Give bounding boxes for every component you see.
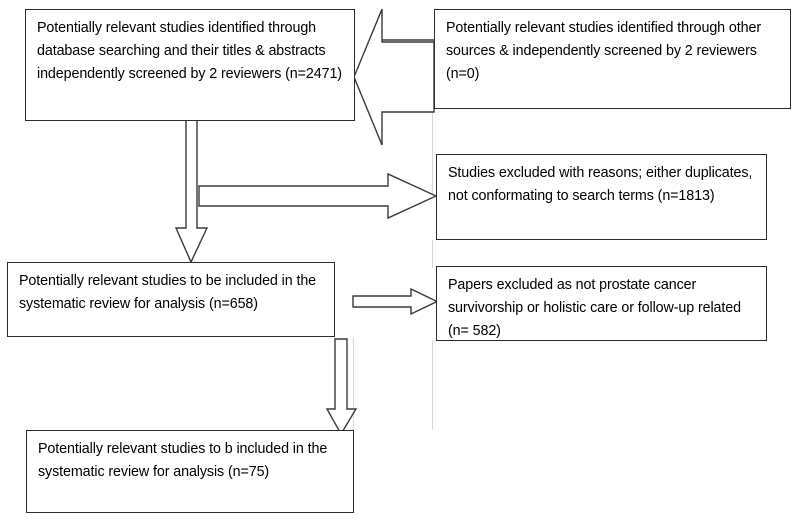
box-identified-other-sources: Potentially relevant studies identified … [434,9,791,109]
box-identified-database: Potentially relevant studies identified … [25,9,355,121]
arrow-merge-left [353,8,435,146]
arrow-exclude-not-relevant-right [352,287,439,316]
arrow-exclude-duplicates-right [198,172,438,220]
box-included-for-analysis: Potentially relevant studies to be inclu… [7,262,335,337]
vertical-guide-line-left [432,108,433,198]
vertical-guide-line-middle [432,240,433,268]
box-excluded-not-relevant: Papers excluded as not prostate cancer s… [436,266,767,341]
arrow-screening-down [174,102,209,264]
arrow-final-down [325,338,358,436]
vertical-guide-line-inner [353,337,354,432]
vertical-guide-line-lower [432,340,433,430]
box-excluded-duplicates: Studies excluded with reasons; either du… [436,154,767,240]
box-final-included: Potentially relevant studies to b includ… [26,430,354,513]
